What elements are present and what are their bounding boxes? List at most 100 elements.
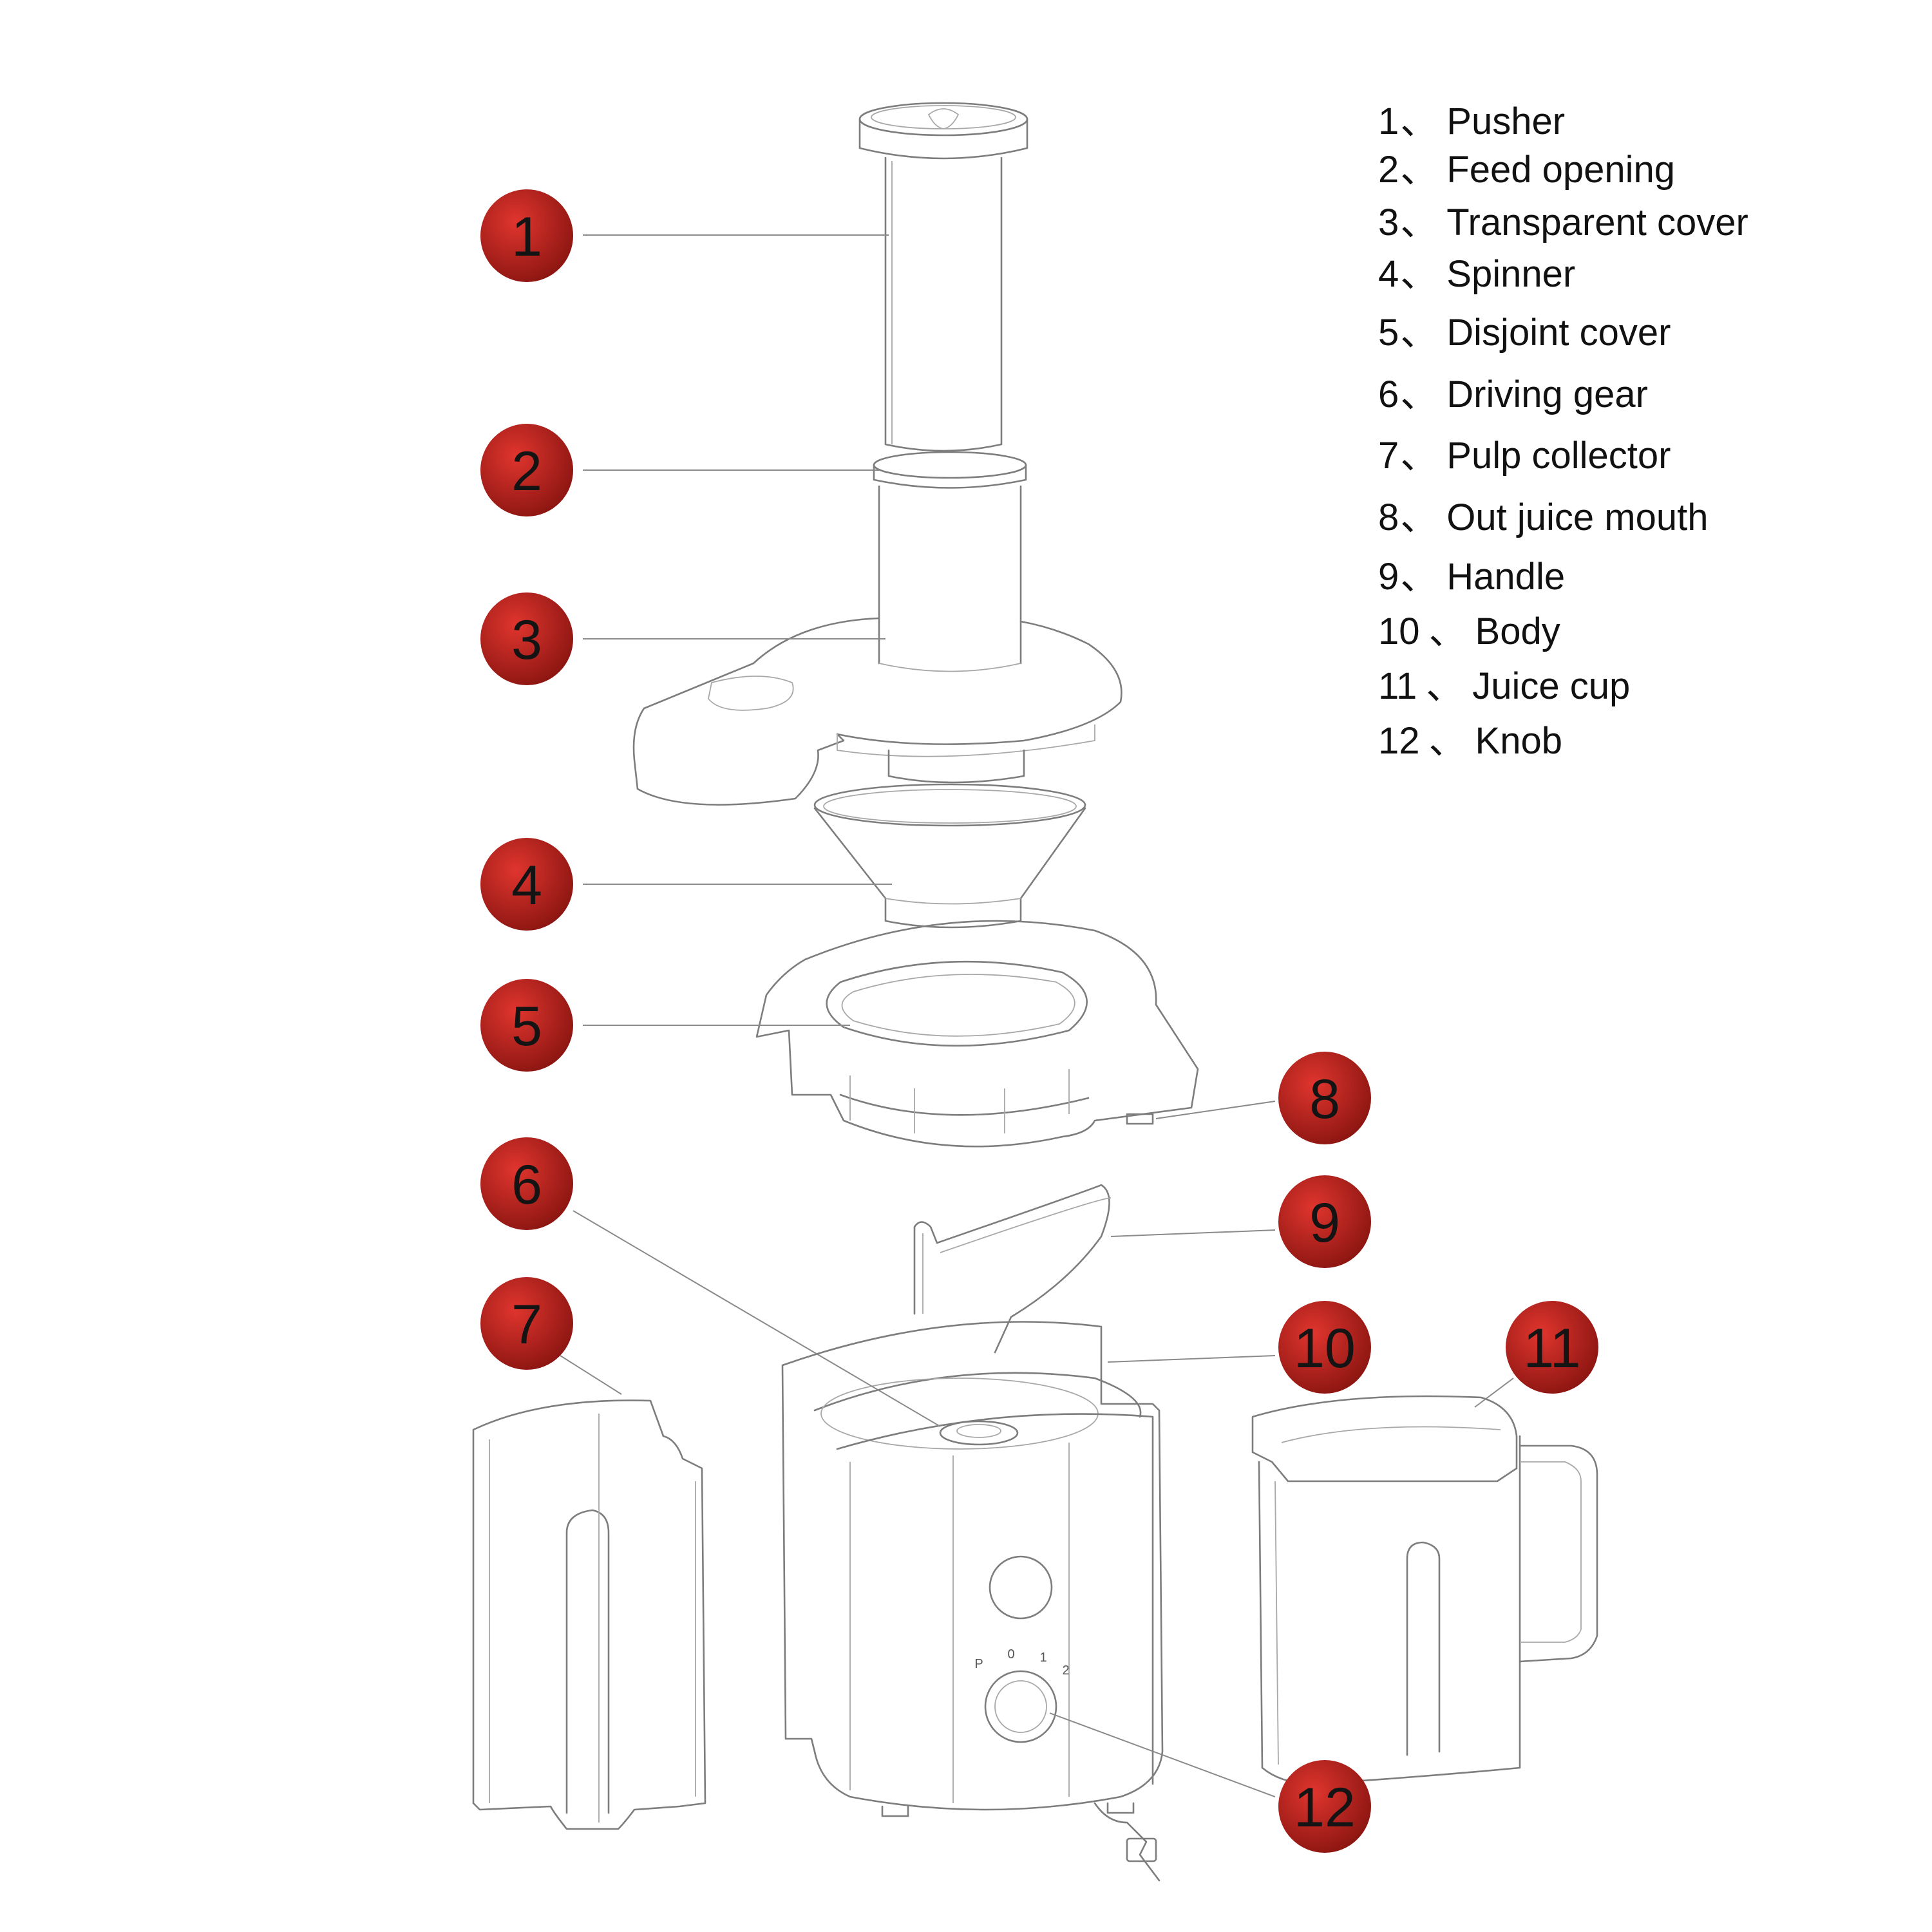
legend-item-11: 11、Juice cup bbox=[1378, 668, 1630, 705]
badge-9-label: 9 bbox=[1309, 1192, 1340, 1254]
legend-item-label: Out juice mouth bbox=[1446, 497, 1709, 538]
legend-item-separator: 、 bbox=[1400, 435, 1438, 477]
legend-item-label: Juice cup bbox=[1472, 665, 1631, 707]
badge-2-label: 2 bbox=[511, 440, 542, 502]
badge-1-label: 1 bbox=[511, 206, 542, 268]
badge-12: 12 bbox=[1278, 1760, 1371, 1853]
badge-6-circle bbox=[480, 1137, 573, 1230]
legend-item-8: 8、Out juice mouth bbox=[1378, 499, 1708, 536]
pusher-part bbox=[858, 102, 1028, 452]
badge-2: 2 bbox=[480, 424, 573, 516]
legend-item-10: 10、Body bbox=[1378, 613, 1560, 650]
badge-7-circle bbox=[480, 1277, 573, 1370]
badge-12-circle bbox=[1278, 1760, 1371, 1853]
legend-item-separator: 、 bbox=[1400, 100, 1438, 142]
juice-cup-part bbox=[1251, 1395, 1598, 1785]
badge-6-label: 6 bbox=[511, 1154, 542, 1216]
legend-item-12: 12、Knob bbox=[1378, 723, 1562, 760]
legend-item-number: 5 bbox=[1378, 312, 1399, 354]
legend-item-separator: 、 bbox=[1400, 312, 1438, 354]
badge-4-circle bbox=[480, 838, 573, 931]
legend-item-label: Disjoint cover bbox=[1446, 312, 1671, 354]
legend-item-separator: 、 bbox=[1428, 720, 1466, 762]
feed-opening-part bbox=[873, 451, 1027, 665]
badge-9-circle bbox=[1278, 1175, 1371, 1268]
badge-9: 9 bbox=[1278, 1175, 1371, 1268]
badge-8-label: 8 bbox=[1309, 1068, 1340, 1130]
badge-11: 11 bbox=[1506, 1301, 1598, 1394]
legend-item-label: Transparent cover bbox=[1446, 202, 1748, 243]
legend-item-label: Pusher bbox=[1446, 100, 1566, 142]
badge-3-circle bbox=[480, 592, 573, 685]
spinner-part bbox=[813, 783, 1086, 929]
legend-item-number: 1 bbox=[1378, 100, 1399, 142]
legend-item-separator: 、 bbox=[1428, 611, 1466, 652]
legend-item-separator: 、 bbox=[1400, 497, 1438, 538]
leader-lines bbox=[560, 234, 1514, 1797]
transparent-cover-part bbox=[632, 617, 1122, 806]
badge-10-circle bbox=[1278, 1301, 1371, 1394]
body-part: P 0 1 2 bbox=[781, 1321, 1164, 1882]
badge-1-circle bbox=[480, 189, 573, 282]
legend-item-number: 12 bbox=[1378, 720, 1420, 762]
badge-5-label: 5 bbox=[511, 996, 542, 1057]
legend-item-number: 8 bbox=[1378, 497, 1399, 538]
legend-item-9: 9、Handle bbox=[1378, 558, 1565, 596]
badge-8-circle bbox=[1278, 1052, 1371, 1144]
badge-6: 6 bbox=[480, 1137, 573, 1230]
badge-10-label: 10 bbox=[1294, 1318, 1356, 1379]
disjoint-cover-part bbox=[755, 920, 1199, 1148]
badge-11-circle bbox=[1506, 1301, 1598, 1394]
legend-item-separator: 、 bbox=[1400, 149, 1438, 191]
legend-item-7: 7、Pulp collector bbox=[1378, 437, 1671, 475]
legend-item-label: Pulp collector bbox=[1446, 435, 1671, 477]
legend-item-number: 4 bbox=[1378, 253, 1399, 295]
badge-2-circle bbox=[480, 424, 573, 516]
dial-mark-p: P bbox=[974, 1657, 983, 1671]
legend-item-label: Handle bbox=[1446, 556, 1566, 598]
legend-item-4: 4、Spinner bbox=[1378, 256, 1575, 293]
pulp-collector-part bbox=[472, 1399, 706, 1830]
badge-8: 8 bbox=[1278, 1052, 1371, 1144]
legend-item-5: 5、Disjoint cover bbox=[1378, 314, 1671, 352]
legend-item-1: 1、Pusher bbox=[1378, 103, 1565, 140]
badge-4: 4 bbox=[480, 838, 573, 931]
legend-item-number: 3 bbox=[1378, 202, 1399, 243]
legend-item-separator: 、 bbox=[1426, 665, 1464, 707]
badge-5: 5 bbox=[480, 979, 573, 1072]
dial-mark-2: 2 bbox=[1062, 1663, 1069, 1678]
badge-11-label: 11 bbox=[1523, 1318, 1580, 1379]
legend-item-label: Driving gear bbox=[1446, 374, 1648, 415]
dial-mark-1: 1 bbox=[1039, 1651, 1046, 1665]
badge-7: 7 bbox=[480, 1277, 573, 1370]
legend-item-number: 11 bbox=[1378, 665, 1417, 707]
legend-item-number: 2 bbox=[1378, 149, 1399, 191]
legend-item-label: Spinner bbox=[1446, 253, 1576, 295]
badge-12-label: 12 bbox=[1294, 1777, 1356, 1839]
badge-7-label: 7 bbox=[511, 1294, 542, 1356]
legend-item-number: 10 bbox=[1378, 611, 1420, 652]
legend-item-number: 9 bbox=[1378, 556, 1399, 598]
legend-item-label: Feed opening bbox=[1446, 149, 1676, 191]
legend-item-separator: 、 bbox=[1400, 556, 1438, 598]
legend-item-label: Knob bbox=[1475, 720, 1562, 762]
legend-item-separator: 、 bbox=[1400, 374, 1438, 415]
dial-mark-0: 0 bbox=[1007, 1647, 1014, 1662]
badge-10: 10 bbox=[1278, 1301, 1371, 1394]
legend-item-2: 2、Feed opening bbox=[1378, 151, 1675, 189]
legend-item-number: 6 bbox=[1378, 374, 1399, 415]
legend-item-3: 3、Transparent cover bbox=[1378, 204, 1748, 242]
legend-item-separator: 、 bbox=[1400, 253, 1438, 295]
legend-item-separator: 、 bbox=[1400, 202, 1438, 243]
badge-4-label: 4 bbox=[511, 855, 542, 916]
legend-item-number: 7 bbox=[1378, 435, 1399, 477]
badge-3: 3 bbox=[480, 592, 573, 685]
badge-3-label: 3 bbox=[511, 609, 542, 671]
handle-part bbox=[913, 1184, 1112, 1354]
badge-1: 1 bbox=[480, 189, 573, 282]
legend-item-6: 6、Driving gear bbox=[1378, 376, 1648, 413]
legend-item-label: Body bbox=[1475, 611, 1560, 652]
badge-5-circle bbox=[480, 979, 573, 1072]
